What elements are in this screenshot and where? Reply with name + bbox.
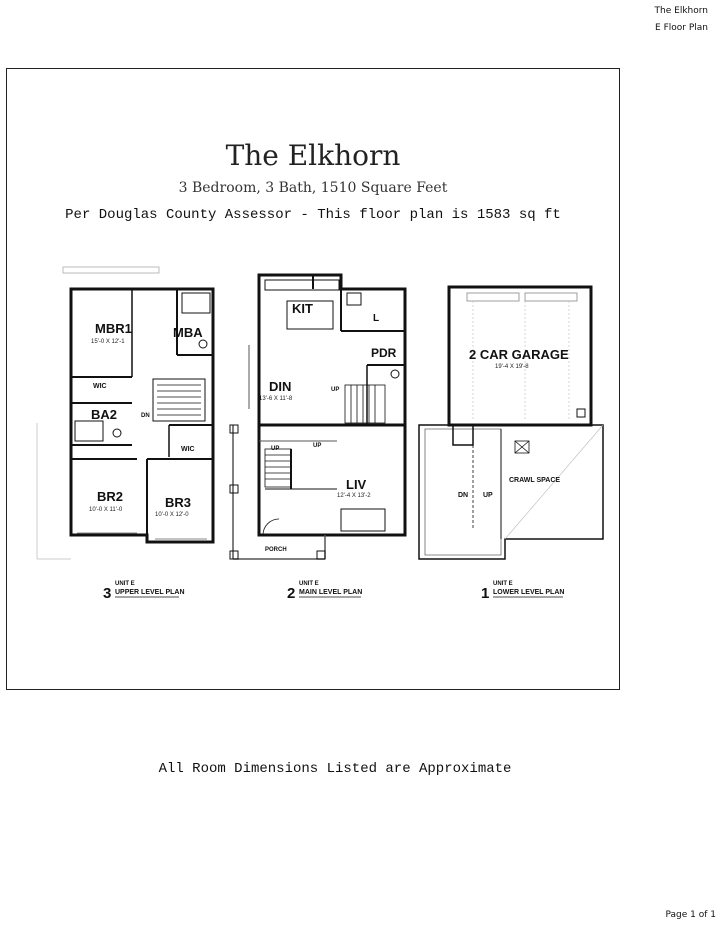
stair-label: DN <box>141 413 150 419</box>
room-dimensions: 10'-0 X 11'-0 <box>89 507 123 513</box>
room-label: PDR <box>371 346 397 360</box>
room-dimensions: 19'-4 X 19'-8 <box>495 364 529 370</box>
room-dimensions: 13'-6 X 11'-8 <box>259 396 293 402</box>
room-label: MBA <box>173 325 203 340</box>
approximate-dimensions-note: All Room Dimensions Listed are Approxima… <box>158 761 512 777</box>
room-label: CRAWL SPACE <box>509 477 560 484</box>
lower-level-labels: 2 CAR GARAGE 19'-4 X 19'-8 DN UP CRAWL S… <box>458 347 569 499</box>
assessor-note: Per Douglas County Assessor - This floor… <box>65 207 561 223</box>
room-label: WIC <box>181 446 195 453</box>
header-title: The Elkhorn <box>654 6 708 16</box>
room-label: 2 CAR GARAGE <box>469 347 569 362</box>
upper-level-labels: MBR1 15'-0 X 12'-1 MBA WIC BA2 DN WIC BR… <box>89 321 203 518</box>
room-label: BR3 <box>165 495 191 510</box>
room-label: WIC <box>93 383 107 390</box>
room-label: MBR1 <box>95 321 132 336</box>
plan-subtitle: 3 Bedroom, 3 Bath, 1510 Square Feet <box>178 180 448 196</box>
room-dimensions: 10'-0 X 12'-0 <box>155 512 189 518</box>
level-title-upper: 3 UNIT E UPPER LEVEL PLAN <box>103 581 185 602</box>
room-label: PORCH <box>265 547 287 553</box>
floor-plans-drawing: MBR1 15'-0 X 12'-1 MBA WIC BA2 DN WIC BR… <box>36 266 604 602</box>
level-number: 1 <box>481 585 489 602</box>
level-title-lower: 1 UNIT E LOWER LEVEL PLAN <box>481 581 564 602</box>
level-unit: UNIT E <box>115 581 135 587</box>
room-label: BR2 <box>97 489 123 504</box>
header-subtitle: E Floor Plan <box>655 23 708 33</box>
room-label: KIT <box>292 301 313 316</box>
level-title-main: 2 UNIT E MAIN LEVEL PLAN <box>287 581 362 602</box>
stair-label: UP <box>313 443 321 449</box>
lower-level-plan <box>418 285 604 560</box>
level-unit: UNIT E <box>299 581 319 587</box>
stair-label: DN <box>458 492 468 499</box>
floor-plan-frame: The Elkhorn 3 Bedroom, 3 Bath, 1510 Squa… <box>6 68 620 690</box>
main-level-plan <box>229 273 407 560</box>
room-dimensions: 12'-4 X 13'-2 <box>337 493 371 499</box>
level-number: 3 <box>103 585 111 602</box>
stair-label: UP <box>483 492 493 499</box>
page-number: Page 1 of 1 <box>665 910 717 920</box>
level-unit: UNIT E <box>493 581 513 587</box>
main-level-labels: KIT L PDR DIN 13'-6 X 11'-8 UP UP UP LIV… <box>259 301 397 553</box>
room-label: L <box>373 313 379 324</box>
level-number: 2 <box>287 585 295 602</box>
upper-level-plan <box>36 266 215 560</box>
stair-label: UP <box>271 446 279 452</box>
room-label: DIN <box>269 379 291 394</box>
room-label: LIV <box>346 477 367 492</box>
plan-title: The Elkhorn <box>225 139 401 172</box>
level-name: UPPER LEVEL PLAN <box>115 589 185 596</box>
level-name: LOWER LEVEL PLAN <box>493 589 564 596</box>
room-dimensions: 15'-0 X 12'-1 <box>91 339 125 345</box>
level-name: MAIN LEVEL PLAN <box>299 589 362 596</box>
room-label: BA2 <box>91 407 117 422</box>
stair-label: UP <box>331 387 339 393</box>
